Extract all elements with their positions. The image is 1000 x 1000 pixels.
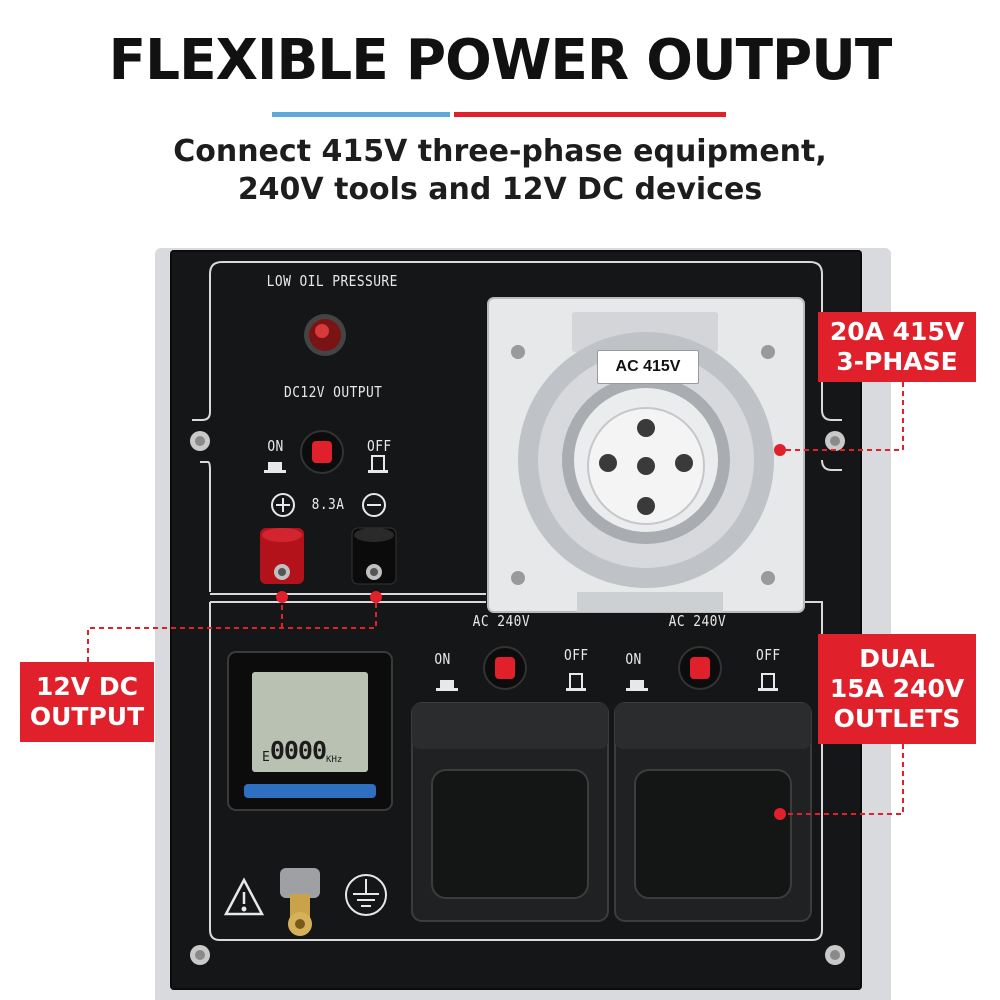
dc-switch [300, 430, 344, 474]
low-oil-pressure-label: LOW OIL PRESSURE [266, 272, 398, 290]
screw-icon [190, 431, 210, 451]
switch-on-icon [626, 680, 648, 691]
ac-outlet-right [614, 702, 812, 922]
dc-on-label: ON [267, 437, 284, 455]
callout-leaders [87, 382, 904, 815]
callout-dc-line2: OUTPUT [29, 702, 145, 731]
readout-prefix: E [262, 750, 270, 765]
low-oil-lamp [304, 314, 346, 356]
screw-icon [511, 571, 525, 585]
ac-right-off-label: OFF [756, 646, 781, 664]
panel-screws [190, 431, 845, 965]
page-title: FLEXIBLE POWER OUTPUT [108, 28, 893, 93]
callout-dc-output: 12V DC OUTPUT [20, 662, 154, 742]
three-phase-socket [487, 297, 805, 613]
frequency-readout: E0000KHz [262, 736, 372, 766]
callout-240-line3: OUTLETS [833, 704, 961, 733]
warning-icon [223, 877, 265, 916]
subtitle-line-2: 240V tools and 12V DC devices [237, 172, 763, 207]
socket-pin-holes [599, 419, 693, 515]
plus-icon [271, 493, 295, 517]
callout-240-line2: 15A 240V [829, 674, 965, 703]
callout-240v-outlets: DUAL 15A 240V OUTLETS [818, 634, 976, 744]
switch-on-icon [436, 680, 458, 691]
switch-off-icon [566, 673, 586, 691]
callout-three-phase-line2: 3-PHASE [836, 347, 958, 376]
dc-positive-terminal [260, 528, 304, 584]
dc-rating-label: 8.3A [311, 495, 345, 513]
readout-digits: 0000 [269, 736, 327, 765]
screw-icon [825, 431, 845, 451]
ac-switch-left [483, 646, 527, 690]
callout-240-line1: DUAL [859, 644, 935, 673]
dc-output-label: DC12V OUTPUT [284, 383, 383, 401]
screw-icon [511, 345, 525, 359]
switch-on-icon [264, 462, 286, 473]
ac-left-label: AC 240V [472, 612, 531, 630]
title-underline-red [454, 112, 726, 117]
ac-left-on-label: ON [434, 650, 451, 668]
minus-icon [362, 493, 386, 517]
dc-negative-terminal [351, 527, 397, 585]
callout-three-phase: 20A 415V 3-PHASE [818, 312, 976, 382]
ac-switch-right [678, 646, 722, 690]
callout-three-phase-line1: 20A 415V [829, 317, 965, 346]
ac-right-label: AC 240V [668, 612, 727, 630]
switch-off-icon [758, 673, 778, 691]
screw-icon [190, 945, 210, 965]
switch-off-icon [368, 455, 388, 473]
dc-off-label: OFF [367, 437, 392, 455]
screw-icon [761, 345, 775, 359]
screw-icon [761, 571, 775, 585]
ac-left-off-label: OFF [564, 646, 589, 664]
ground-icon [345, 874, 387, 916]
title-underline-blue [272, 112, 450, 117]
callout-markers [276, 444, 786, 820]
screw-icon [825, 945, 845, 965]
socket-label: AC 415V [597, 350, 699, 384]
ac-right-on-label: ON [625, 650, 642, 668]
readout-unit: KHz [326, 755, 343, 765]
subtitle-line-1: Connect 415V three-phase equipment, [173, 134, 827, 169]
ground-terminal [280, 868, 320, 936]
frequency-meter [227, 651, 393, 811]
ac-outlet-left [411, 702, 609, 922]
callout-dc-line1: 12V DC [36, 672, 138, 701]
